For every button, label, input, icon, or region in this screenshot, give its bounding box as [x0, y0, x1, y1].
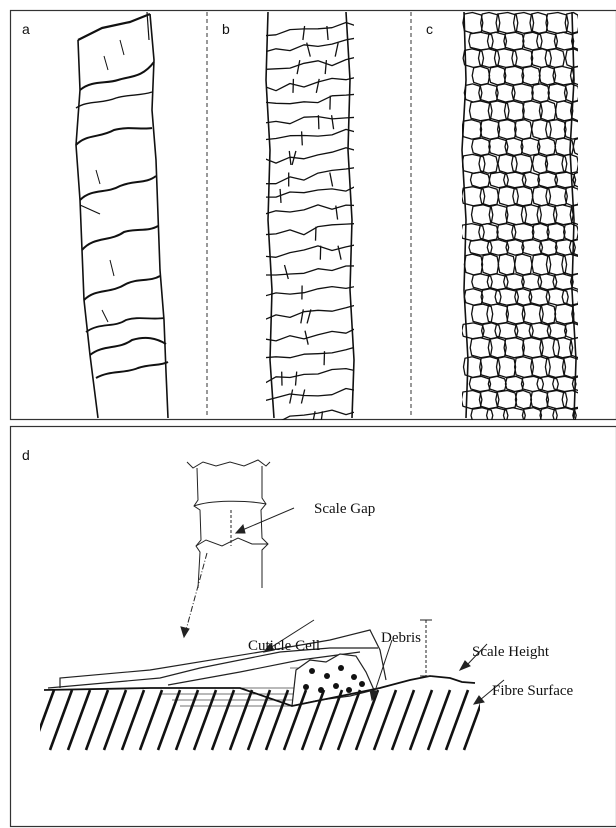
label-debris: Debris	[381, 630, 421, 646]
fibre-hatching	[32, 690, 486, 750]
zoom-pointer-arrow	[181, 553, 207, 637]
panel-label-d: d	[22, 447, 30, 463]
panel-label-a: a	[22, 21, 30, 37]
panel-dividers	[207, 12, 411, 418]
label-fibre-surface: Fibre Surface	[492, 683, 574, 699]
label-scale-gap: Scale Gap	[314, 501, 375, 517]
panel-label-c: c	[426, 21, 433, 37]
label-scale-height: Scale Height	[472, 644, 550, 660]
label-cuticle-cell: Cuticle Cell	[248, 638, 320, 654]
scale-gap-arrow	[236, 508, 294, 533]
scale-height-marker	[420, 620, 432, 676]
fibre-b-mosaic-scales	[262, 12, 360, 425]
fibre-a-coronal-scales	[76, 12, 168, 418]
fibre-c-reticulate-scales	[461, 12, 589, 423]
panel-label-b: b	[222, 21, 230, 37]
